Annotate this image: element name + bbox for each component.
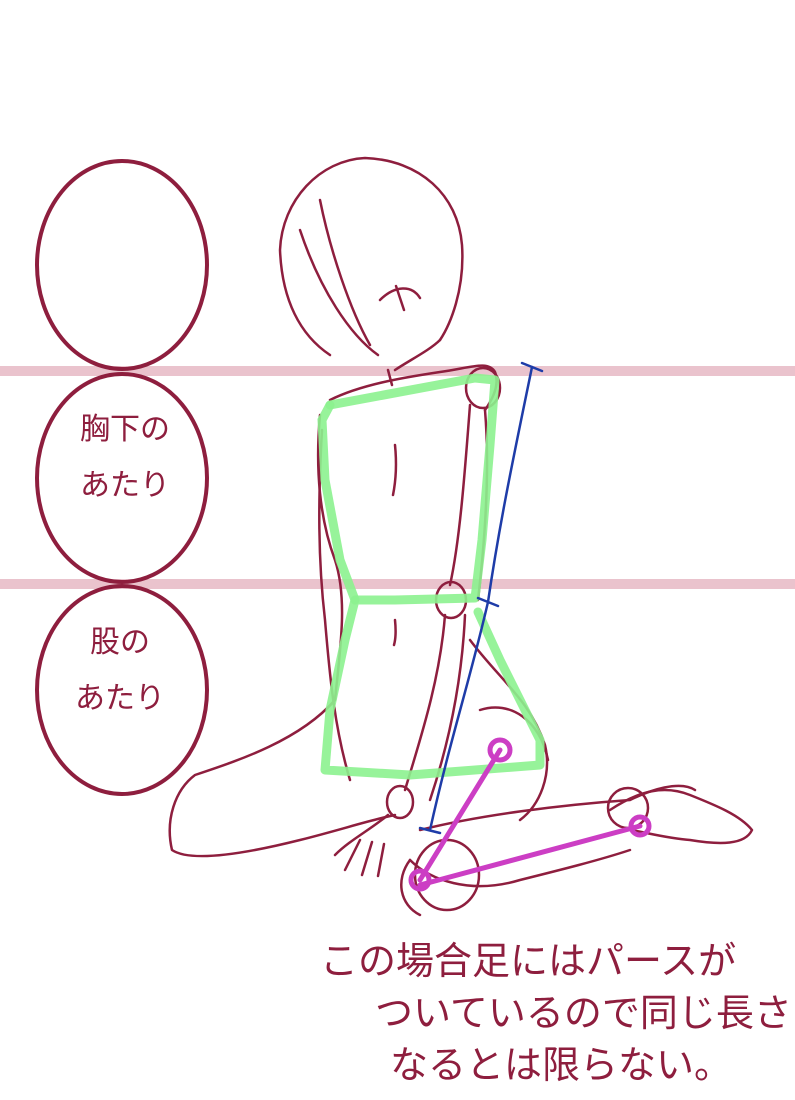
circle-crotch — [35, 584, 209, 796]
circle-head — [35, 159, 209, 371]
figure-outline — [168, 156, 754, 917]
note-line-3: なるとは限らない。 — [390, 1043, 733, 1087]
label-chest-line2: あたり — [80, 468, 170, 503]
torso-box-left — [317, 400, 360, 605]
label-chest-line1: 胸下の — [80, 412, 170, 447]
guide-line-shoulder — [0, 366, 795, 376]
label-chest: 胸下の あたり — [60, 402, 190, 514]
perspective-note: この場合足にはパースが ついているので同じ長さに なるとは限らない。 — [320, 935, 795, 1091]
note-line-1: この場合足にはパースが — [320, 939, 737, 983]
circle-chest — [35, 372, 209, 584]
note-line-2: ついているので同じ長さに — [375, 991, 795, 1035]
guide-line-hip — [0, 579, 795, 589]
leg-bone-overlay — [408, 737, 652, 892]
head-size-circles — [35, 159, 209, 796]
measure-line — [418, 361, 544, 835]
label-crotch: 股の あたり — [55, 615, 185, 727]
torso-box-overlay — [320, 373, 545, 780]
label-crotch-line1: 股の — [90, 625, 150, 660]
label-crotch-line2: あたり — [75, 681, 165, 716]
